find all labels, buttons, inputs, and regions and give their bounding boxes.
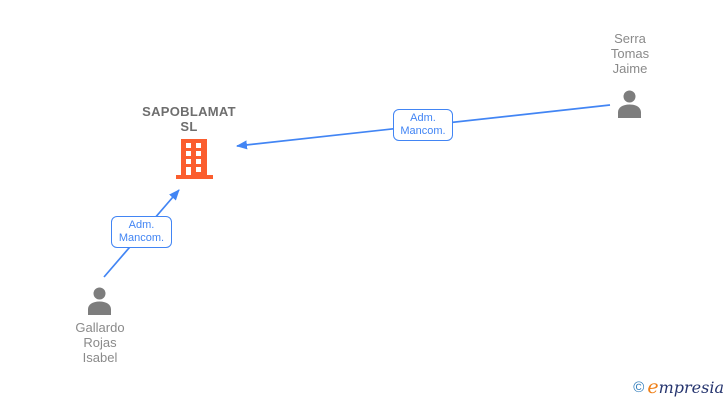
person-name-line: Tomas [610,46,650,61]
edge-label-adm-mancom-gallardo: Adm. Mancom. [111,216,172,248]
company-name-label[interactable]: SAPOBLAMAT SL [119,104,259,134]
person-icon [615,90,644,122]
person-name-serra[interactable]: Serra Tomas Jaime [570,31,690,76]
empresia-brand-initial: e [647,376,659,398]
person-icon [85,287,114,319]
empresia-brand-text: empresia [647,376,724,398]
company-node[interactable] [176,139,213,179]
edge-label-line: Mancom. [400,125,446,137]
empresia-logo[interactable]: © empresia [633,376,724,398]
copyright-icon: © [633,379,645,396]
person-name-line: Serra [614,31,646,46]
edge-label-line: Adm. [410,112,436,124]
edge-label-adm-mancom-serra: Adm. Mancom. [393,109,453,141]
edge-label-line: Adm. [128,219,155,231]
empresia-brand-rest: mpresia [658,378,724,397]
person-name-gallardo[interactable]: Gallardo Rojas Isabel [40,320,160,365]
person-name-line: Rojas [83,335,117,350]
person-node-serra[interactable] [615,90,644,118]
edge-label-line: Mancom. [118,232,165,244]
building-icon [176,139,213,183]
person-name-line: Gallardo [75,320,125,335]
person-name-line: Jaime [612,61,648,76]
person-name-line: Isabel [82,350,118,365]
company-name-line2: SL [180,119,198,134]
person-node-gallardo[interactable] [85,287,114,315]
company-name-line1: SAPOBLAMAT [142,104,236,119]
